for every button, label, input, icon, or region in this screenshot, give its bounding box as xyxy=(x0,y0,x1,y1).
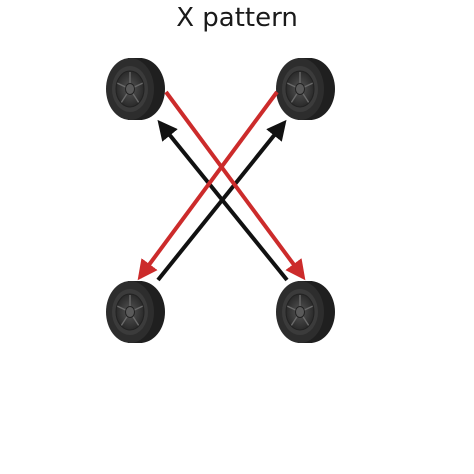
diagram-title: X pattern xyxy=(176,3,298,33)
arrow-rear-left-to-front-right xyxy=(156,119,287,282)
arrow-front-right-to-rear-left xyxy=(137,90,279,281)
tire-rear-right xyxy=(276,280,336,344)
tire-front-right xyxy=(276,57,336,121)
tire-front-left xyxy=(106,57,166,121)
arrow-front-left-to-rear-right xyxy=(164,90,306,281)
tire-rear-left xyxy=(106,280,166,344)
